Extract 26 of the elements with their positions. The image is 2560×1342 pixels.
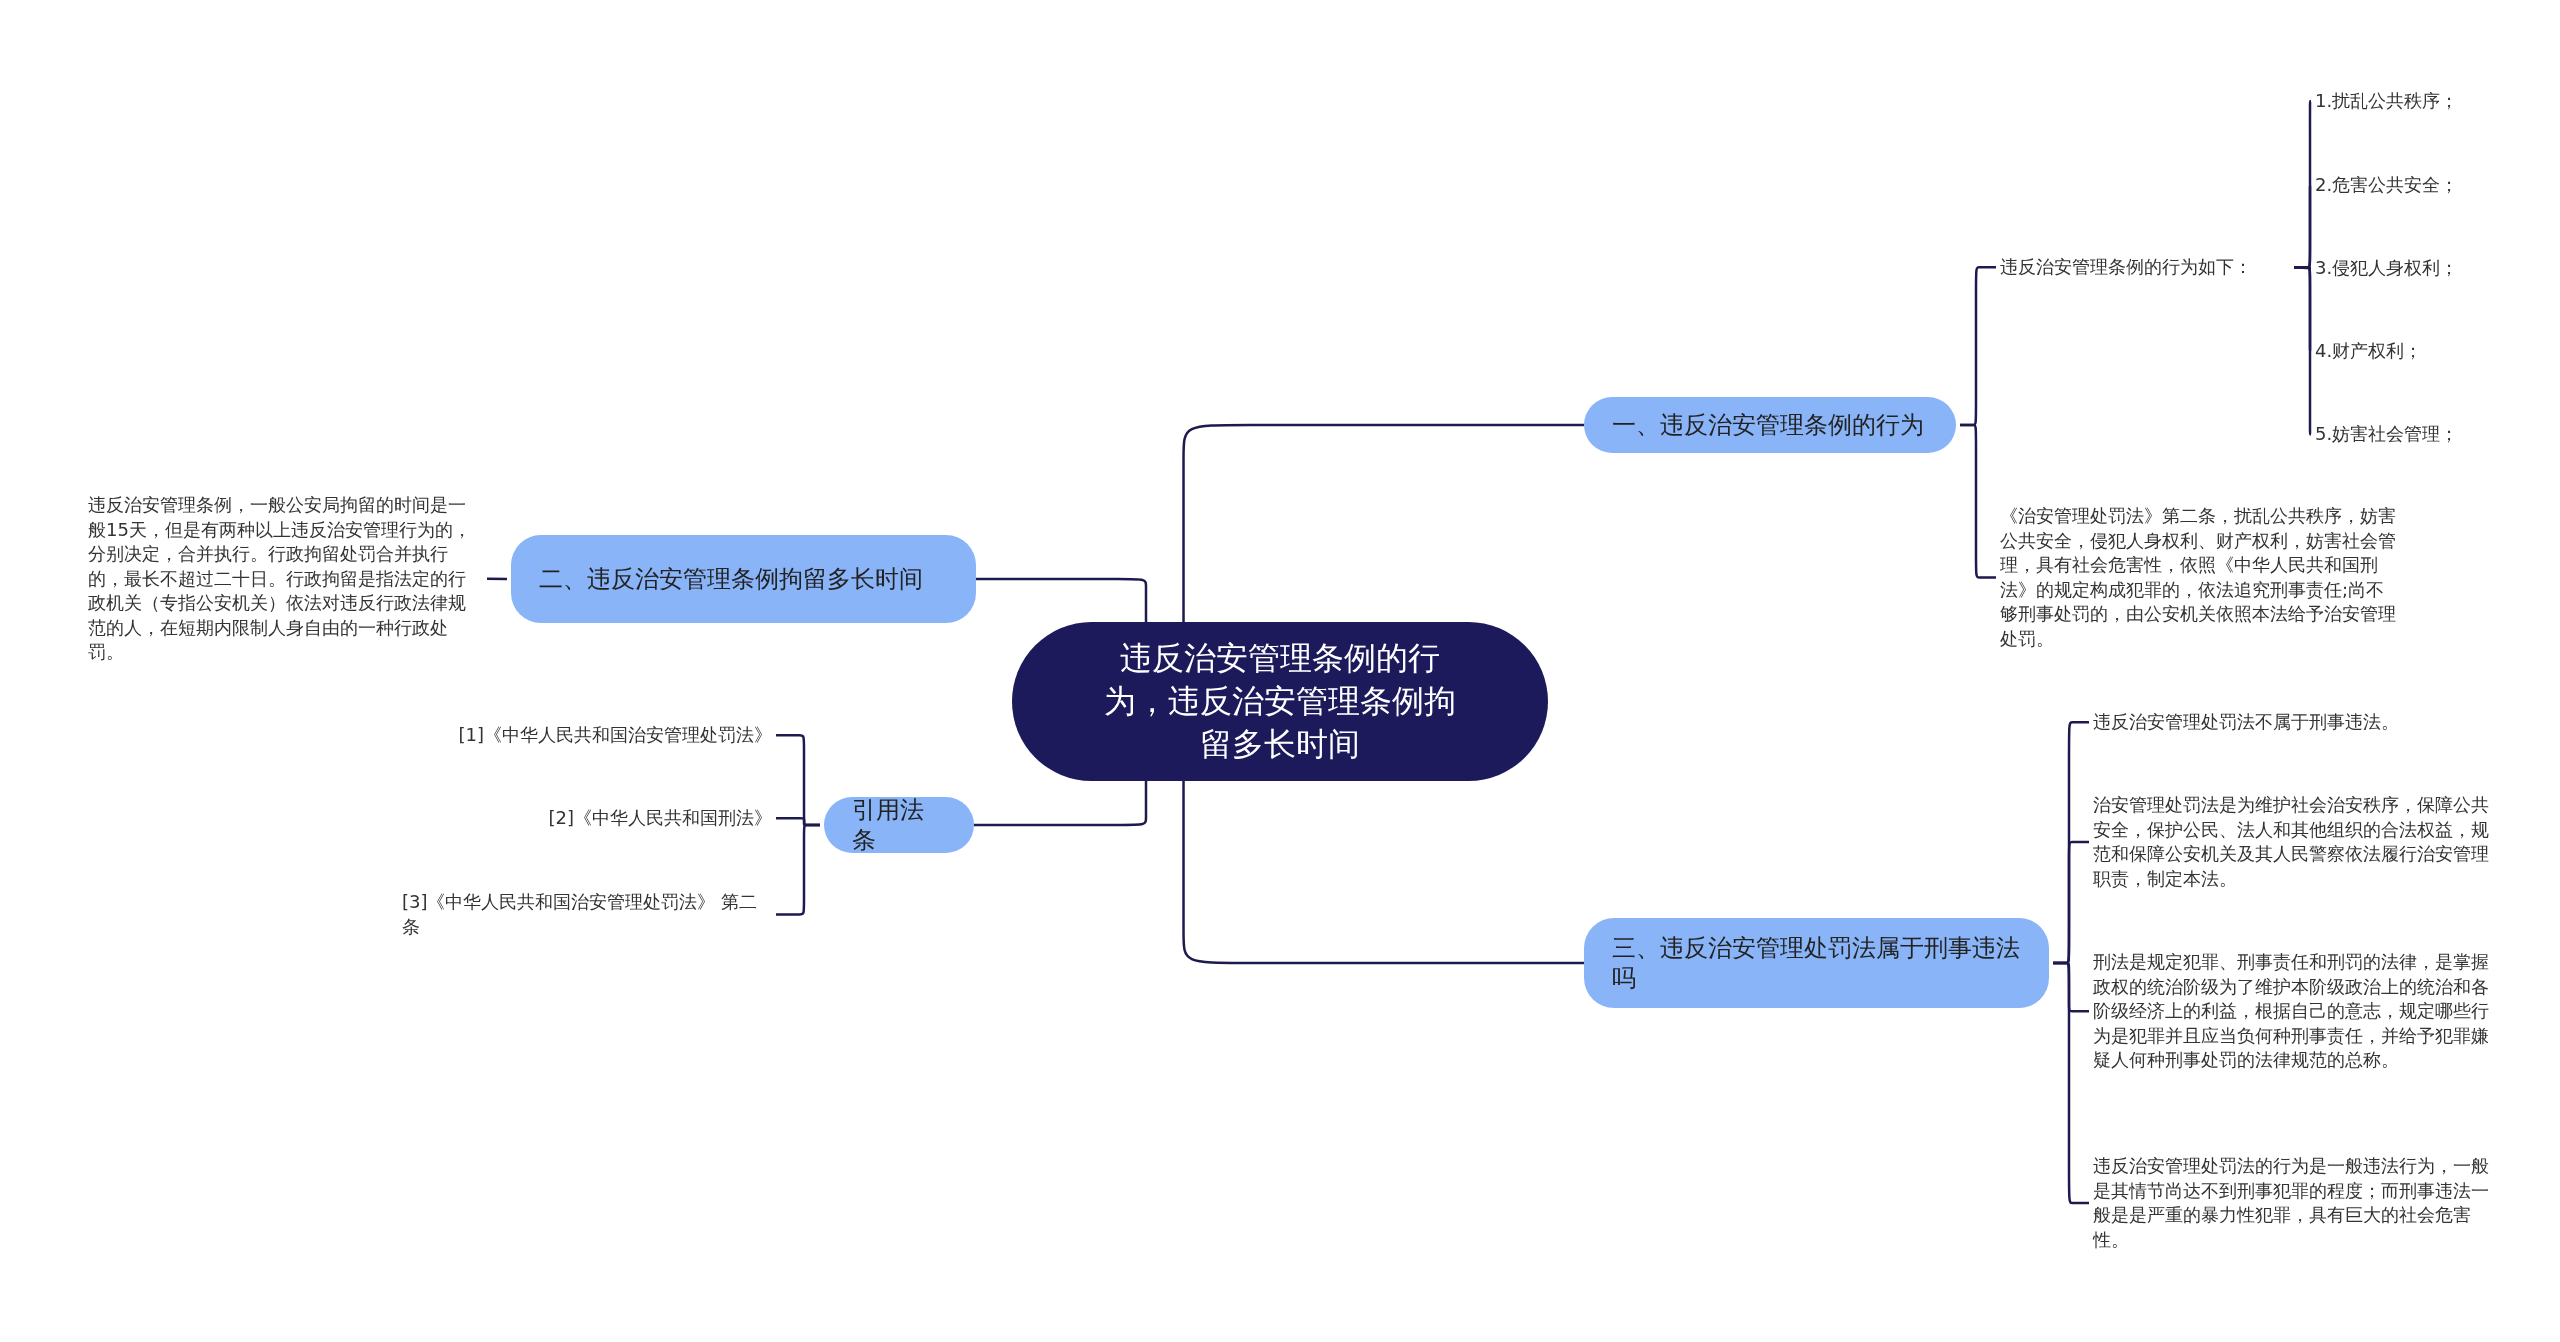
branch-topic: 二、违反治安管理条例拘留多长时间	[511, 535, 976, 623]
topic-text: 刑法是规定犯罪、刑事责任和刑罚的法律，是掌握政权的统治阶级为了维护本阶级政治上的统治和各阶级经济上的利益，根据自己的意志，规定哪些行为是犯罪并且应当负何种刑事责任，并给予犯罪嫌疑人何种刑事处罚的法律规范的总称。	[2093, 950, 2493, 1073]
branch-topic: 引用法条	[824, 797, 974, 853]
connector-line	[1182, 423, 1584, 624]
topic-text: 违反治安管理条例的行为如下：	[2000, 255, 2290, 280]
topic-text: 3.侵犯人身权利；	[2315, 256, 2495, 281]
topic-text: 2.危害公共安全；	[2315, 173, 2495, 198]
topic-text: 违反治安管理条例，一般公安局拘留的时间是一般15天，但是有两种以上违反治安管理行为的，分别决定，合并执行。行政拘留处罚合并执行的，最长不超过二十日。行政拘留是指法定的行政机关（专指公安机关）依法对违反行政法律规范的人，在短期内限制人身自由的一种行政处罚。	[88, 493, 483, 665]
topic-text: 4.财产权利；	[2315, 339, 2495, 364]
topic-text: [2]《中华人民共和国刑法》	[402, 806, 772, 831]
connector-line	[974, 779, 1148, 827]
connector-line	[2294, 266, 2313, 436]
branch-topic: 三、违反治安管理处罚法属于刑事违法吗	[1584, 918, 2049, 1008]
topic-text: 5.妨害社会管理；	[2315, 422, 2495, 447]
topic-text: 违反治安管理处罚法不属于刑事违法。	[2093, 710, 2493, 735]
topic-text: [1]《中华人民共和国治安管理处罚法》	[402, 723, 772, 748]
topic-text: 违反治安管理处罚法的行为是一般违法行为，一般是其情节尚达不到刑事犯罪的程度；而刑事违法一般是是严重的暴力性犯罪，具有巨大的社会危害性。	[2093, 1154, 2493, 1252]
branch-topic: 一、违反治安管理条例的行为	[1584, 397, 1956, 453]
topic-text: 1.扰乱公共秩序；	[2315, 89, 2495, 114]
topic-text: 《治安管理处罚法》第二条，扰乱公共秩序，妨害公共安全，侵犯人身权利、财产权利，妨害社会管理，具有社会危害性，依照《中华人民共和国刑法》的规定构成犯罪的，依法追究刑事责任;尚不够刑事处罚的，由公安机关依照本法给予治安管理处罚。	[2000, 504, 2400, 651]
connector-line	[487, 577, 507, 581]
topic-text: [3]《中华人民共和国治安管理处罚法》 第二条	[402, 890, 772, 939]
connector-line	[1182, 779, 1584, 965]
central-topic: 违反治安管理条例的行为，违反治安管理条例拘留多长时间	[1012, 622, 1548, 781]
topic-text: 治安管理处罚法是为维护社会治安秩序，保障公共安全，保护公民、法人和其他组织的合法权益，规范和保障公安机关及其人民警察依法履行治安管理职责，制定本法。	[2093, 793, 2493, 891]
connector-line	[976, 577, 1148, 624]
